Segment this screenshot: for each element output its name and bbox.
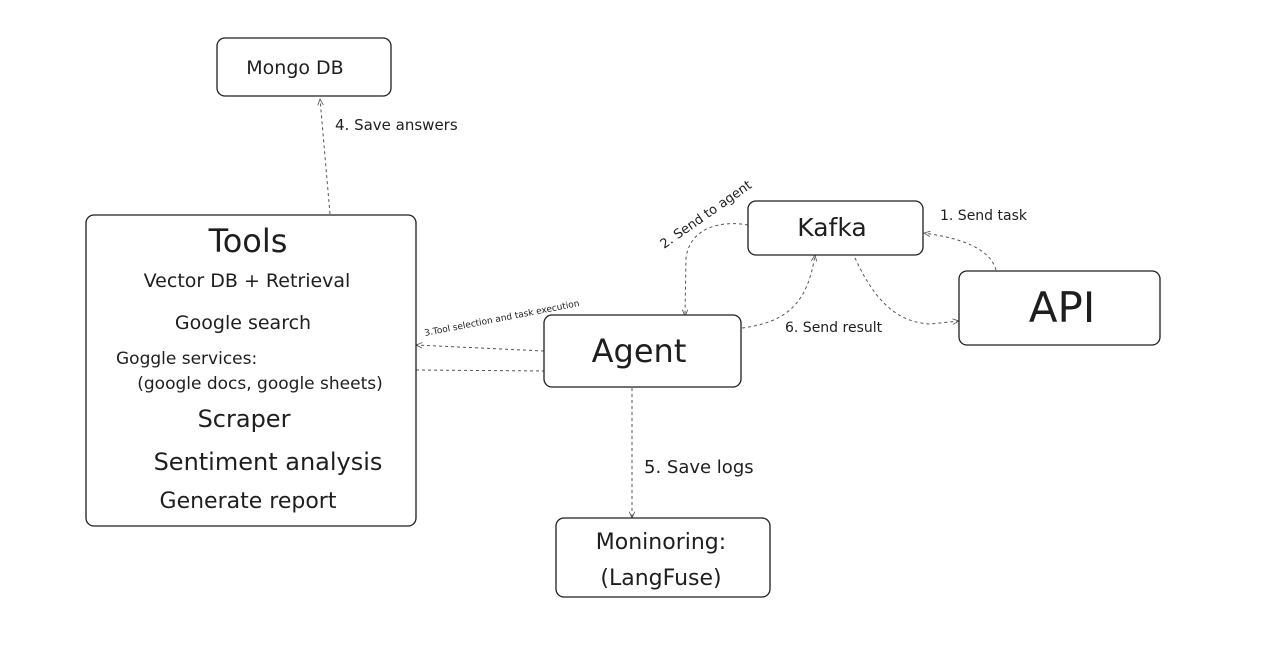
edge-send-to-agent — [685, 223, 749, 316]
edge-agent-to-kafka — [741, 255, 815, 329]
monitoring-label-line2: (LangFuse) — [600, 566, 721, 591]
edge-tool-selection-request — [416, 345, 545, 352]
edge-save-answers — [320, 99, 331, 215]
mongo-db-label: Mongo DB — [246, 57, 343, 79]
edge-label-send-result: 6. Send result — [785, 320, 883, 336]
edge-send-task — [924, 233, 997, 271]
tools-item-generate-report: Generate report — [160, 489, 337, 514]
api-label: API — [1029, 283, 1095, 332]
node-kafka[interactable]: Kafka — [747, 200, 924, 256]
tools-item-scraper: Scraper — [198, 405, 291, 433]
node-tools[interactable]: Tools Vector DB + Retrieval Google searc… — [85, 214, 417, 527]
tools-item-google-docs-sheets: (google docs, google sheets) — [137, 374, 382, 394]
tools-item-sentiment-analysis: Sentiment analysis — [154, 448, 383, 476]
monitoring-label-line1: Moninoring: — [596, 530, 726, 555]
node-monitoring[interactable]: Moninoring: (LangFuse) — [555, 517, 771, 598]
tools-item-goggle-services: Goggle services: — [116, 349, 257, 369]
tools-item-vector-db: Vector DB + Retrieval — [144, 270, 351, 292]
edge-label-send-task: 1. Send task — [940, 208, 1028, 224]
edge-label-save-answers: 4. Save answers — [335, 116, 458, 134]
edge-label-send-to-agent: 2. Send to agent — [658, 178, 755, 252]
agent-label: Agent — [592, 332, 687, 370]
edge-tool-selection-response — [415, 370, 550, 371]
node-mongo-db[interactable]: Mongo DB — [216, 37, 392, 97]
node-api[interactable]: API — [958, 270, 1161, 346]
node-agent[interactable]: Agent — [543, 314, 742, 388]
edge-label-save-logs: 5. Save logs — [644, 457, 754, 478]
kafka-label: Kafka — [797, 213, 866, 242]
tools-item-google-search: Google search — [175, 312, 311, 334]
edge-send-result — [854, 257, 959, 324]
tools-title: Tools — [208, 222, 288, 260]
